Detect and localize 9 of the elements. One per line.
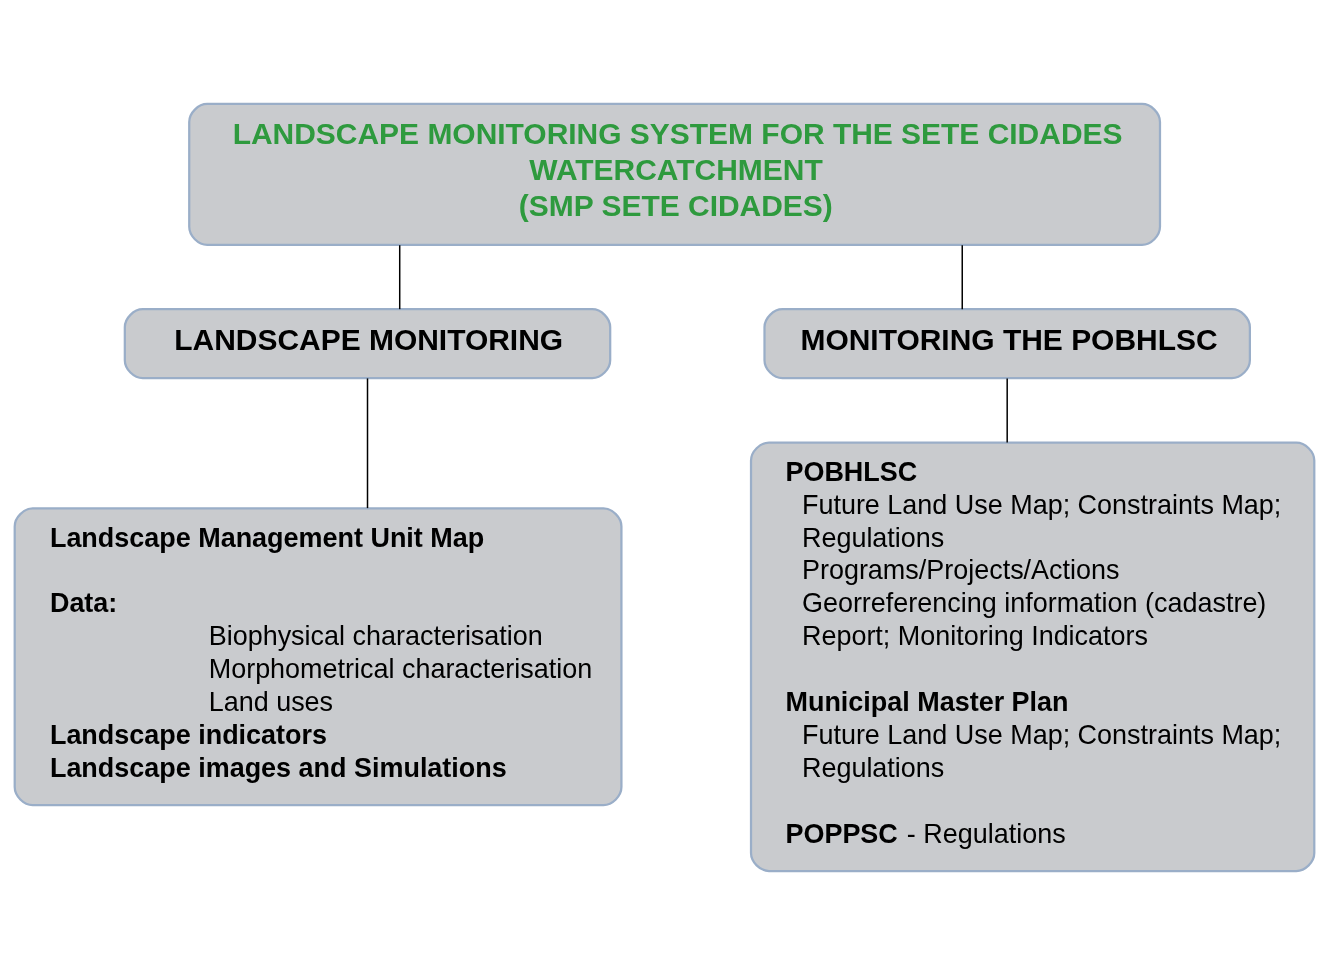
connector — [398, 243, 401, 310]
node-box: LANDSCAPE MONITORING SYSTEM FOR THE SETE CIDADES WATERCATCHMENT (SMP SETE CIDADES) — [188, 102, 1162, 246]
node-box: Landscape Management Unit Map Data: Biophysical characterisation Morphometrical characterisation Land uses Landscape indicators Landscape images and Simulations — [13, 506, 623, 806]
connector — [366, 377, 369, 509]
node-box: POBHLSC Future Land Use Map; Constraints Map; Regulations Programs/Projects/Actions Georreferencing information (cadastre) Report; Monitoring Indicators Municipal Master Plan Future Land Use Map; Constraints Map; Regulations POPPSC - Regulations — [749, 440, 1316, 872]
node-box: MONITORING THE POBHLSC — [763, 307, 1251, 379]
connector — [1006, 377, 1008, 443]
connector — [961, 243, 963, 310]
node-box: LANDSCAPE MONITORING — [123, 307, 612, 379]
